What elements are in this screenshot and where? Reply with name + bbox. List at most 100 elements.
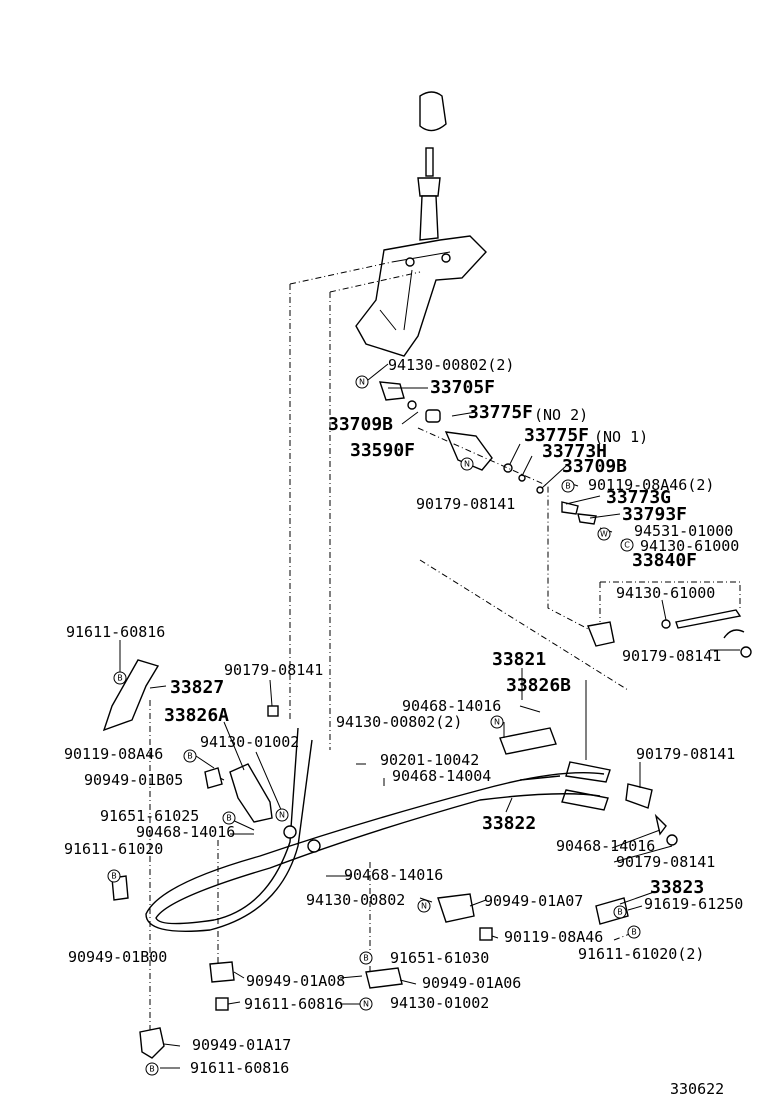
label-33823: 33823	[650, 877, 704, 898]
clamp-90949-01A17	[139, 1027, 165, 1059]
part-33840F	[587, 621, 615, 647]
label-90201-10042: 90201-10042	[380, 751, 479, 769]
label-90949-01A07: 90949-01A07	[484, 892, 583, 910]
label-94130-00802: 94130-00802	[306, 891, 405, 909]
label-91611-60816: 91611-60816	[66, 623, 165, 641]
label-33821: 33821	[492, 649, 546, 670]
bolt	[267, 705, 279, 717]
label-90179-08141-d: 90179-08141	[636, 745, 735, 763]
label-33822: 33822	[482, 813, 536, 834]
label-90179-08141-c: 90179-08141	[224, 661, 323, 679]
label-33793F: 33793F	[622, 504, 687, 525]
label-33773H: 33773H	[542, 441, 607, 462]
label-33840F: 33840F	[632, 550, 697, 571]
label-33827: 33827	[170, 677, 224, 698]
label-90468-14004: 90468-14004	[392, 767, 491, 785]
label-90119-08A46: 90119-08A46	[64, 745, 163, 763]
label-33705F: 33705F	[430, 377, 495, 398]
n-symbol: N	[275, 808, 289, 822]
svg-text:B: B	[117, 674, 123, 683]
b-symbol: B	[627, 925, 641, 939]
label-33709B-b: 33709B	[562, 456, 627, 477]
b-symbol: B	[613, 905, 627, 919]
label-91651-61025: 91651-61025	[100, 807, 199, 825]
part-33826B-bracket	[499, 727, 557, 755]
svg-text:B: B	[149, 1065, 155, 1074]
label-33775F: 33775F	[468, 402, 533, 423]
n-symbol: N	[417, 899, 431, 913]
label-33590F: 33590F	[350, 440, 415, 461]
b-symbol: B	[183, 749, 197, 763]
n-symbol: N	[490, 715, 504, 729]
cable-33822	[145, 739, 605, 932]
b-symbol: B	[359, 951, 373, 965]
label-90468-14016-c: 90468-14016	[556, 837, 655, 855]
shift-lever-rod	[425, 147, 434, 177]
cable-33821	[155, 727, 601, 925]
brackets-right	[365, 727, 678, 989]
label-90179-08141: 90179-08141	[416, 495, 515, 513]
svg-text:B: B	[617, 908, 623, 917]
shift-cables	[145, 727, 605, 932]
label-90949-01A17: 90949-01A17	[192, 1036, 291, 1054]
shift-lever-housing	[355, 235, 487, 357]
label-90949-01B05: 90949-01B05	[84, 771, 183, 789]
svg-text:C: C	[624, 541, 630, 550]
label-90119-08A46-2: 90119-08A46(2)	[588, 476, 714, 494]
label-33826A: 33826A	[164, 705, 229, 726]
svg-text:B: B	[226, 814, 232, 823]
label-90468-14016-d: 90468-14016	[344, 866, 443, 884]
label-94130-00802-2b: 94130-00802(2)	[336, 713, 462, 731]
n-symbol: N	[359, 997, 373, 1011]
clamp-90949-01A08	[209, 961, 235, 983]
label-94531-01000: 94531-01000	[634, 522, 733, 540]
label-91619-61250: 91619-61250	[644, 895, 743, 913]
diagram-code: 330622	[670, 1080, 724, 1098]
svg-text:N: N	[421, 902, 427, 911]
clip	[723, 629, 745, 639]
label-33773G: 33773G	[606, 487, 671, 508]
label-94130-61000-b: 94130-61000	[616, 584, 715, 602]
label-33709B: 33709B	[328, 414, 393, 435]
part-33827-bracket	[102, 659, 160, 732]
b-symbol: B	[113, 671, 127, 685]
b-symbol: B	[107, 869, 121, 883]
label-90119-08A46-b: 90119-08A46	[504, 928, 603, 946]
shift-lever-boot	[417, 177, 441, 197]
shift-lever-shaft	[419, 195, 439, 241]
label-90949-01B00: 90949-01B00	[68, 948, 167, 966]
svg-text:N: N	[494, 718, 500, 727]
label-90179-08141-e: 90179-08141	[616, 853, 715, 871]
label-90468-14016: 90468-14016	[402, 697, 501, 715]
svg-text:N: N	[363, 1000, 369, 1009]
brackets-left	[102, 659, 279, 1059]
cable-end-rod	[675, 609, 742, 629]
part-33773G	[561, 501, 579, 515]
label-94130-61000: 94130-61000	[640, 537, 739, 555]
label-94130-00802-2: 94130-00802(2)	[388, 356, 514, 374]
label-no-1: (NO 1)	[594, 428, 648, 446]
svg-text:B: B	[111, 872, 117, 881]
part-labels: 94130-00802(2) 33705F 33709B 33775F (NO …	[64, 356, 743, 1098]
label-90949-01A08: 90949-01A08	[246, 972, 345, 990]
clamp-90949-01A06	[365, 967, 403, 989]
clamp-90949-01A07	[437, 893, 475, 923]
label-94130-01002: 94130-01002	[200, 733, 299, 751]
label-91611-61020-2: 91611-61020(2)	[578, 945, 704, 963]
label-90949-01A06: 90949-01A06	[422, 974, 521, 992]
svg-text:W: W	[600, 530, 608, 539]
label-91611-60816-b: 91611-60816	[244, 995, 343, 1013]
b-symbol: B	[145, 1062, 159, 1076]
part-33775F	[425, 409, 441, 423]
svg-text:N: N	[359, 378, 365, 387]
label-91651-61030: 91651-61030	[390, 949, 489, 967]
label-91611-61020: 91611-61020	[64, 840, 163, 858]
label-90468-14016-b: 90468-14016	[136, 823, 235, 841]
c-symbol: C	[620, 538, 634, 552]
svg-text:B: B	[631, 928, 637, 937]
label-33826B: 33826B	[506, 675, 571, 696]
part-33826A-bracket	[229, 763, 273, 823]
svg-text:N: N	[464, 460, 470, 469]
label-94130-01002-b: 94130-01002	[390, 994, 489, 1012]
